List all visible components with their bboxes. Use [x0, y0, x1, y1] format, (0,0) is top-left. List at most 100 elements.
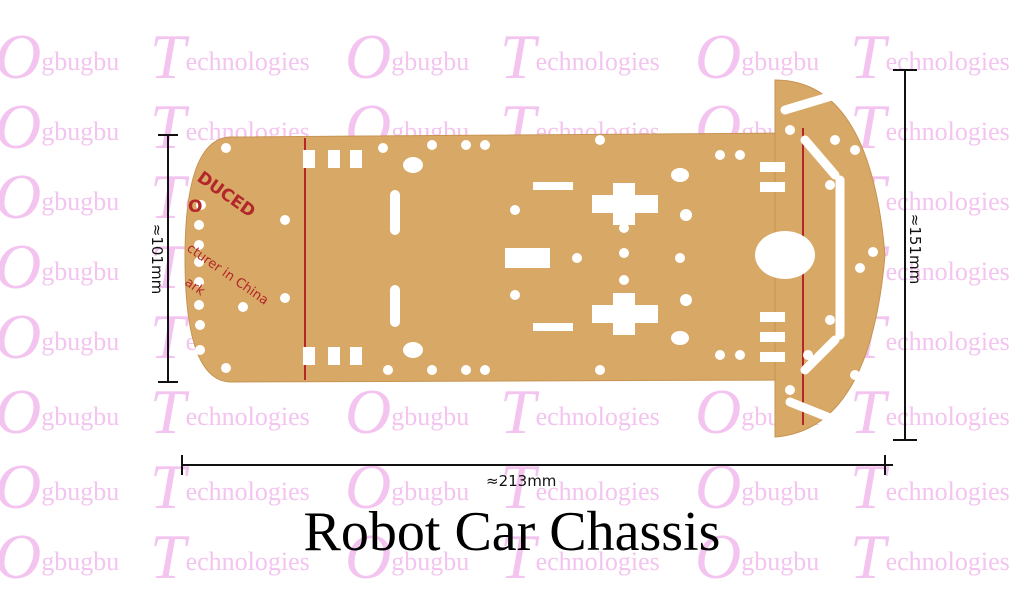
cutout — [533, 323, 573, 331]
watermark-text: Ogbugbu — [695, 21, 820, 92]
cutout — [855, 263, 865, 273]
cutout — [785, 397, 840, 425]
cutout — [850, 145, 860, 155]
watermark-text: Ogbugbu — [0, 91, 120, 162]
cutout — [480, 365, 490, 375]
watermark-text: Technologies — [150, 521, 310, 592]
cutout — [760, 312, 785, 322]
cutout — [680, 209, 692, 221]
watermark-text: Ogbugbu — [0, 21, 120, 92]
cutout — [510, 290, 520, 300]
cutout — [383, 365, 393, 375]
cutout — [760, 162, 785, 172]
cutout — [868, 247, 878, 257]
cutout — [196, 200, 206, 210]
cutout — [194, 220, 204, 230]
cutout — [760, 182, 785, 192]
watermark-text: Technologies — [500, 451, 660, 522]
watermark-text: Technologies — [150, 376, 310, 447]
cutout — [760, 332, 785, 342]
cutout — [785, 385, 795, 395]
cutout — [735, 150, 745, 160]
cutout — [194, 277, 204, 287]
product-title: Robot Car Chassis — [303, 501, 721, 563]
watermark-text: Ogbugbu — [695, 521, 820, 592]
cutout — [427, 365, 437, 375]
cutout — [619, 223, 629, 233]
cutout — [480, 140, 490, 150]
cutout — [735, 350, 745, 360]
cutout — [675, 253, 685, 263]
cutout — [850, 370, 860, 380]
cutout — [572, 253, 582, 263]
cutout — [403, 157, 423, 173]
width-front-label: ≈151mm — [906, 213, 925, 285]
cutout — [510, 205, 520, 215]
cutout — [830, 135, 840, 145]
cutout — [760, 352, 785, 362]
cutout — [671, 168, 689, 182]
cutout — [195, 320, 205, 330]
cutout — [350, 150, 362, 168]
cutouts — [194, 90, 878, 425]
print-text: O — [188, 197, 202, 217]
cutout — [328, 150, 340, 168]
cutout — [505, 248, 550, 268]
cutout — [403, 342, 423, 358]
watermark-text: Technologies — [500, 21, 660, 92]
cutout — [825, 315, 835, 325]
cutout — [825, 180, 835, 190]
length-label: ≈213mm — [486, 472, 557, 490]
cutout — [461, 140, 471, 150]
cutout — [238, 302, 248, 312]
cutout — [280, 215, 290, 225]
cutout — [613, 183, 635, 225]
watermark-text: Ogbugbu — [0, 161, 120, 232]
watermark-text: Ogbugbu — [345, 21, 470, 92]
cutout — [194, 257, 204, 267]
cutout — [803, 350, 813, 360]
watermark-text: Technologies — [850, 521, 1010, 592]
watermark-text: Technologies — [850, 376, 1010, 447]
cutout — [194, 240, 204, 250]
watermark-text: Technologies — [500, 376, 660, 447]
cutout — [194, 300, 204, 310]
cutout — [715, 350, 725, 360]
cutout — [221, 363, 231, 373]
cutout — [595, 135, 605, 145]
cutout — [613, 293, 635, 335]
watermark-text: Ogbugbu — [345, 521, 470, 592]
cutout — [800, 335, 840, 375]
watermark-text: Ogbugbu — [0, 301, 120, 372]
watermark-text: Ogbugbu — [345, 451, 470, 522]
cutout — [461, 365, 471, 375]
cutout — [800, 135, 840, 180]
cutout — [755, 231, 815, 279]
watermark-text: Technologies — [850, 91, 1010, 162]
cutout — [378, 143, 388, 153]
cutout — [785, 125, 795, 135]
watermark-text: Ogbugbu — [695, 451, 820, 522]
dimension-lines — [158, 69, 917, 475]
cutout — [350, 347, 362, 365]
cutout — [427, 140, 437, 150]
watermark-text: Technologies — [850, 451, 1010, 522]
cutout — [533, 182, 573, 190]
cutout — [619, 248, 629, 258]
watermark-text: Technologies — [850, 21, 1010, 92]
cutout — [303, 150, 315, 168]
cutout — [280, 293, 290, 303]
watermark-text: Ogbugbu — [345, 376, 470, 447]
cutout — [619, 275, 629, 285]
width-body-label: ≈101mm — [148, 223, 167, 295]
cutout — [221, 143, 231, 153]
watermark-text: Ogbugbu — [0, 231, 120, 302]
cutout — [671, 331, 689, 345]
watermark-text: Technologies — [500, 521, 660, 592]
cutout — [680, 294, 692, 306]
cutout — [595, 365, 605, 375]
watermark-text: Ogbugbu — [0, 376, 120, 447]
watermark-text: Technologies — [150, 21, 310, 92]
